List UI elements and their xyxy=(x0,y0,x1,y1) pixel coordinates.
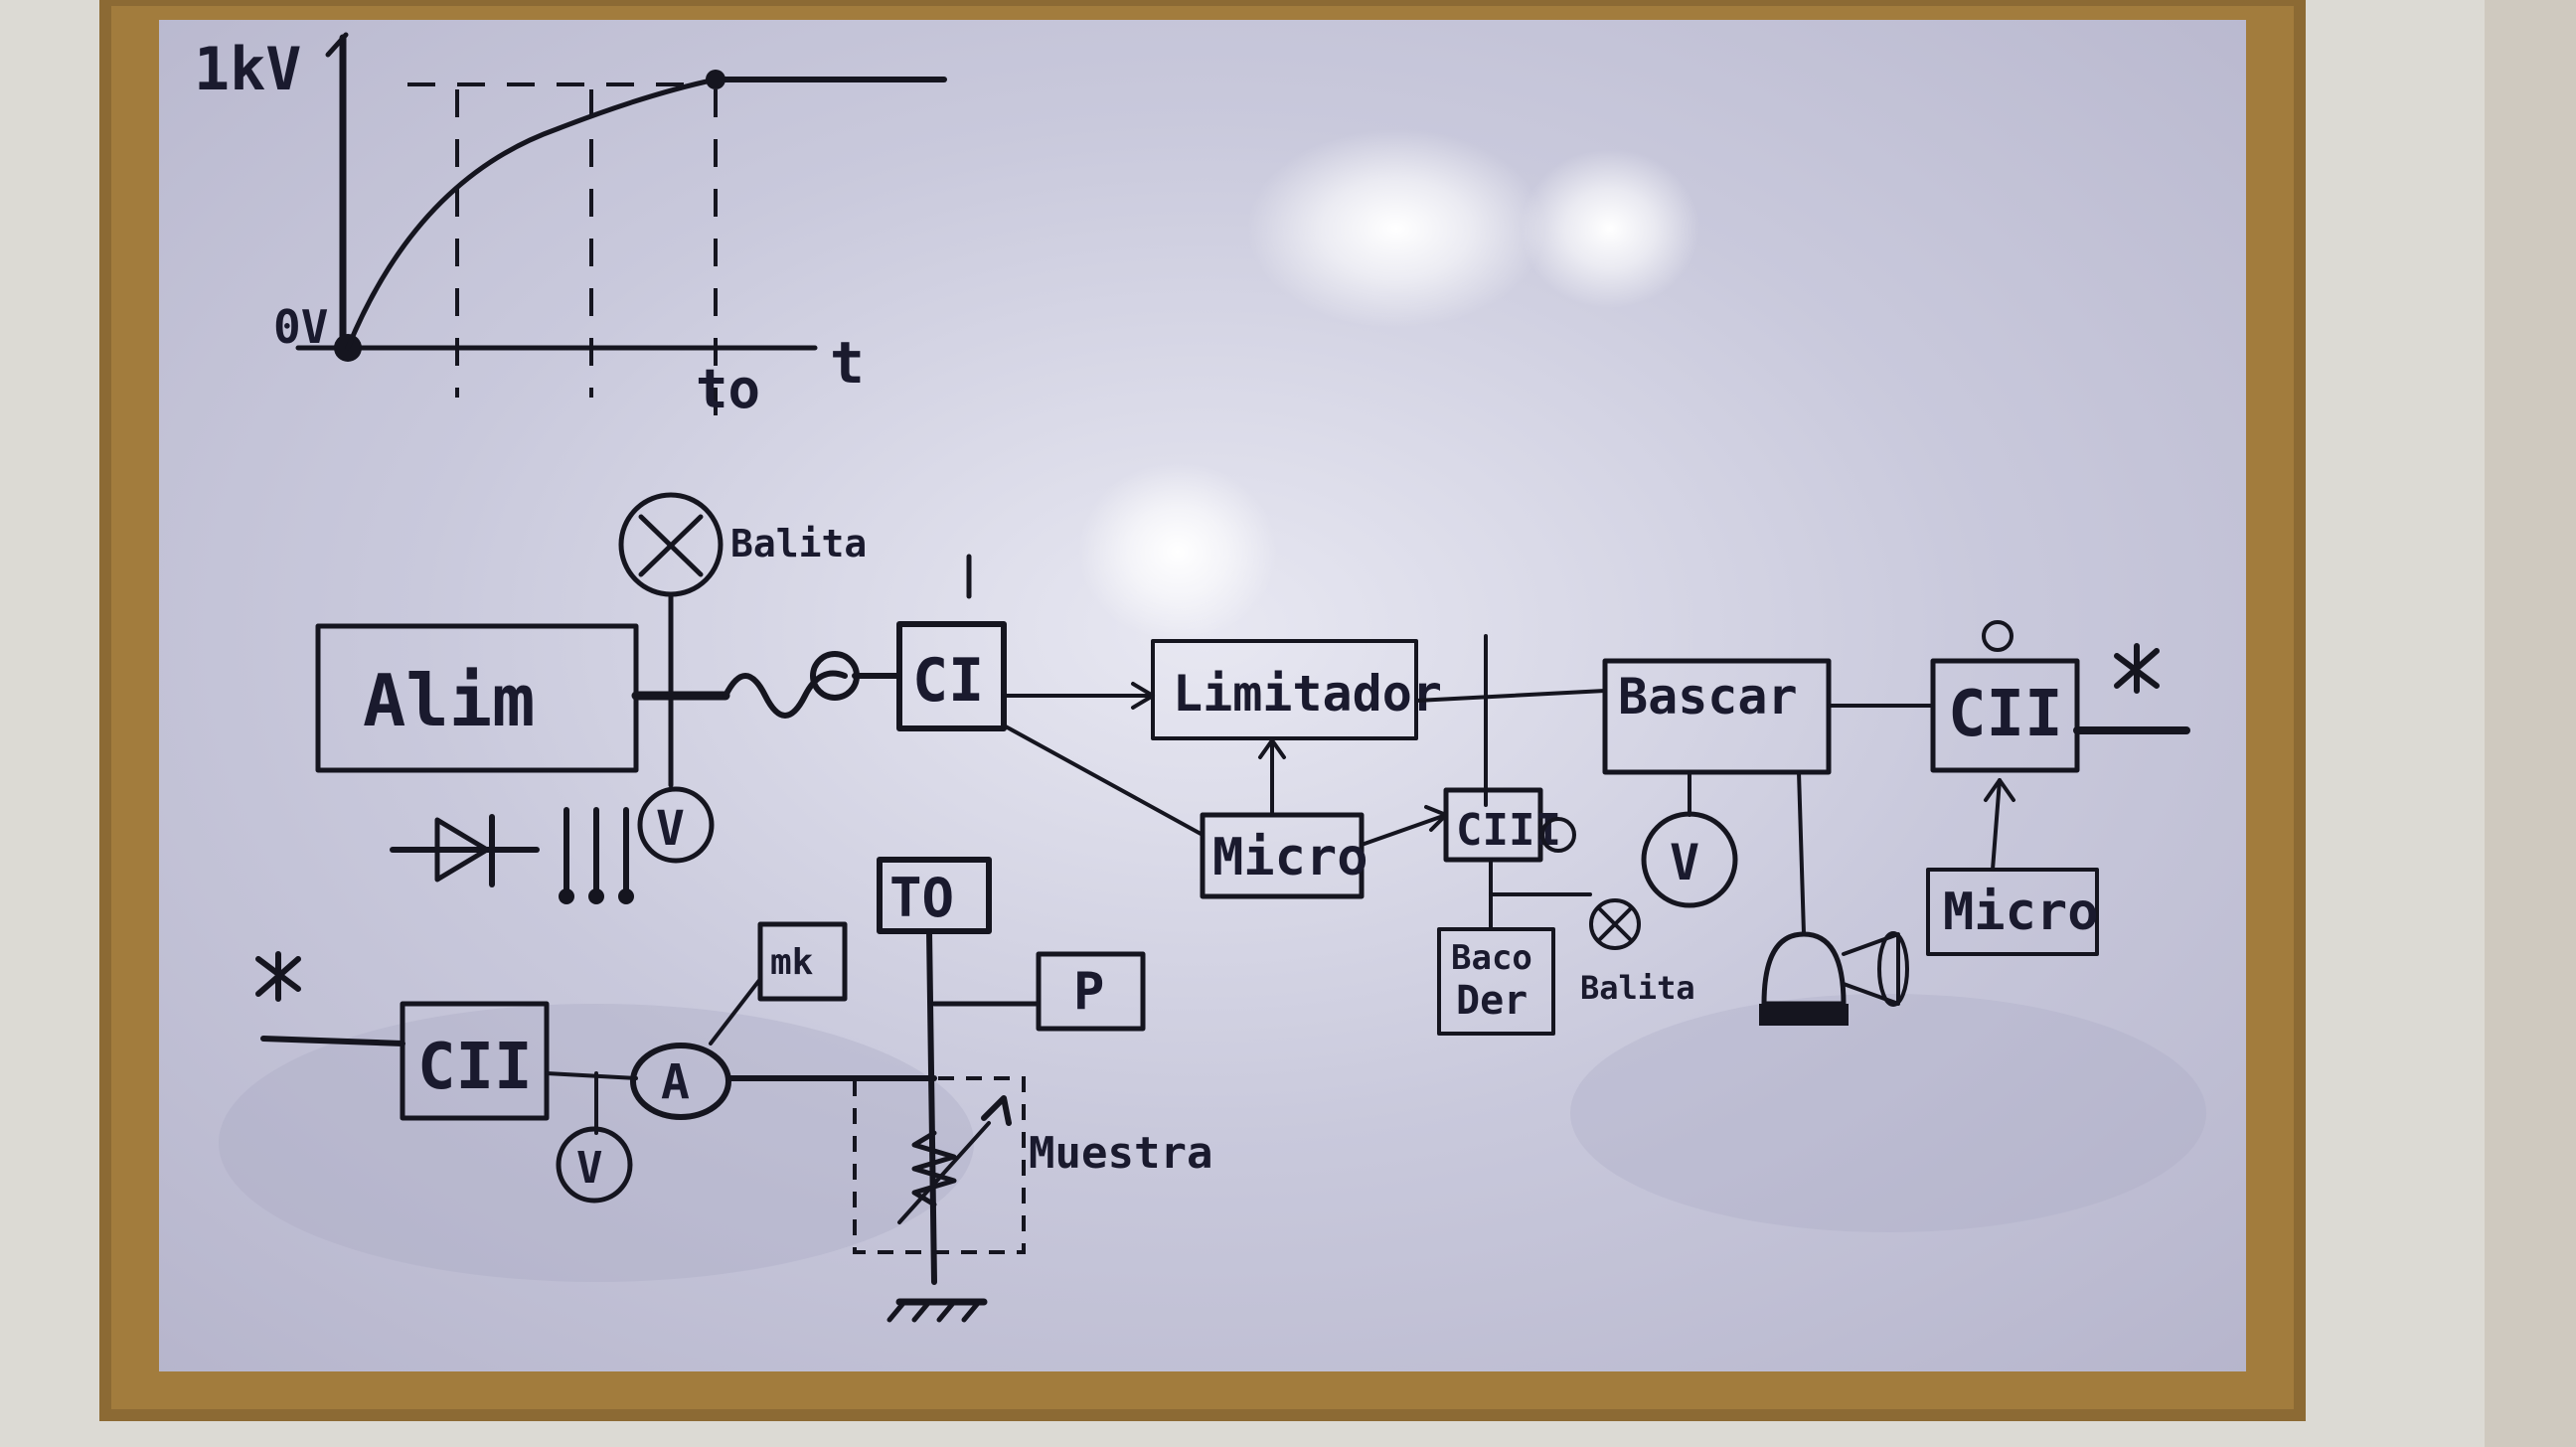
muestra-label: Muestra xyxy=(1029,1128,1212,1179)
board-surface xyxy=(159,20,2246,1371)
coil-icon xyxy=(723,670,848,719)
p-label: P xyxy=(1073,962,1104,1022)
siren-icon xyxy=(1761,931,1847,1007)
voltmeter-label: V xyxy=(576,1143,603,1194)
variable-resistor-icon xyxy=(911,1130,957,1207)
wire xyxy=(1991,778,2002,872)
voltmeter-icon xyxy=(637,786,715,864)
arrow-head xyxy=(981,1095,1012,1126)
ammeter-label: A xyxy=(661,1054,690,1110)
balita-top-label: Balita xyxy=(730,522,867,565)
connector-icon xyxy=(1982,620,2013,652)
y-top-label: 1kV xyxy=(194,35,301,104)
wire xyxy=(1360,813,1448,847)
wire xyxy=(545,1071,638,1080)
baco-der-label-line2: Der xyxy=(1456,978,1528,1024)
bascar-block xyxy=(1602,658,1832,775)
electrode-dot xyxy=(618,888,634,904)
limitador-label: Limitador xyxy=(1173,665,1442,723)
micro-right-label: Micro xyxy=(1943,883,2099,942)
variable-resistor-arrow xyxy=(897,1121,991,1224)
ci-label: CI xyxy=(912,646,984,716)
muestra-sample-box xyxy=(853,1076,1026,1254)
siren-base xyxy=(1759,1004,1849,1026)
voltmeter-icon xyxy=(1641,811,1738,908)
horn-icon xyxy=(1842,932,1900,1006)
micro-right-block xyxy=(1926,868,2099,956)
lamp-cross xyxy=(1598,907,1632,941)
circuit-block-diagram: Alim Balita V CI Limitador xyxy=(255,492,2190,1323)
voltmeter-label: V xyxy=(1670,834,1699,891)
cii-right-block xyxy=(1930,658,2080,773)
mk-label: mk xyxy=(770,942,814,983)
lamp-indicator-icon xyxy=(1589,898,1641,950)
wire xyxy=(260,1036,405,1046)
eraser-smudge xyxy=(219,1004,974,1282)
wire xyxy=(1797,770,1806,936)
arrow-head xyxy=(1258,738,1286,759)
eraser-smudge xyxy=(1570,994,2206,1232)
ground-hatch xyxy=(886,1299,982,1323)
electrode-dot xyxy=(588,888,604,904)
mk-block xyxy=(757,921,848,1002)
cii-right-label: CII xyxy=(1948,678,2063,751)
ci-block xyxy=(896,621,1007,731)
bascar-label: Bascar xyxy=(1618,668,1798,725)
cii-left-label: CII xyxy=(417,1031,533,1104)
light-glare xyxy=(1521,149,1699,308)
curve-end-dot xyxy=(706,70,725,89)
wire xyxy=(709,977,762,1045)
diode-icon xyxy=(434,817,490,883)
electrode-dot xyxy=(559,888,574,904)
limitador-block xyxy=(1151,639,1418,740)
alim-label: Alim xyxy=(363,659,535,742)
baco-der-block xyxy=(1437,927,1555,1036)
to-block xyxy=(877,857,992,934)
antenna-icon xyxy=(255,951,301,1002)
charge-curve-graph: 1kV 0V t to xyxy=(194,32,947,437)
charging-curve xyxy=(345,77,719,351)
p-block xyxy=(1036,951,1146,1032)
light-glare xyxy=(1247,129,1545,328)
wire xyxy=(1002,724,1205,837)
horn-bell xyxy=(1877,931,1909,1007)
voltmeter-icon xyxy=(556,1126,633,1204)
to-label: TO xyxy=(889,867,954,929)
balita-right-label: Balita xyxy=(1580,969,1695,1007)
micro-left-label: Micro xyxy=(1212,828,1368,887)
wall-right xyxy=(2485,0,2576,1447)
micro-left-block xyxy=(1200,812,1365,899)
to-marker-label: to xyxy=(696,358,760,420)
y-origin-label: 0V xyxy=(273,300,328,354)
connector-icon xyxy=(1540,817,1576,853)
antenna-icon xyxy=(2114,643,2160,694)
wire xyxy=(1414,689,1607,703)
ciii-label: CIII xyxy=(1456,805,1561,856)
arrow-head xyxy=(1984,778,2015,802)
vertical-bus xyxy=(926,928,937,1285)
baco-der-label-line1: Baco xyxy=(1451,938,1532,978)
ciii-block xyxy=(1443,787,1543,863)
cii-left-block xyxy=(400,1001,550,1121)
x-axis-label: t xyxy=(830,329,865,397)
lamp-cross xyxy=(638,514,704,577)
light-glare xyxy=(1078,462,1277,641)
voltmeter-label: V xyxy=(656,801,685,857)
y-axis-arrow xyxy=(325,32,349,58)
